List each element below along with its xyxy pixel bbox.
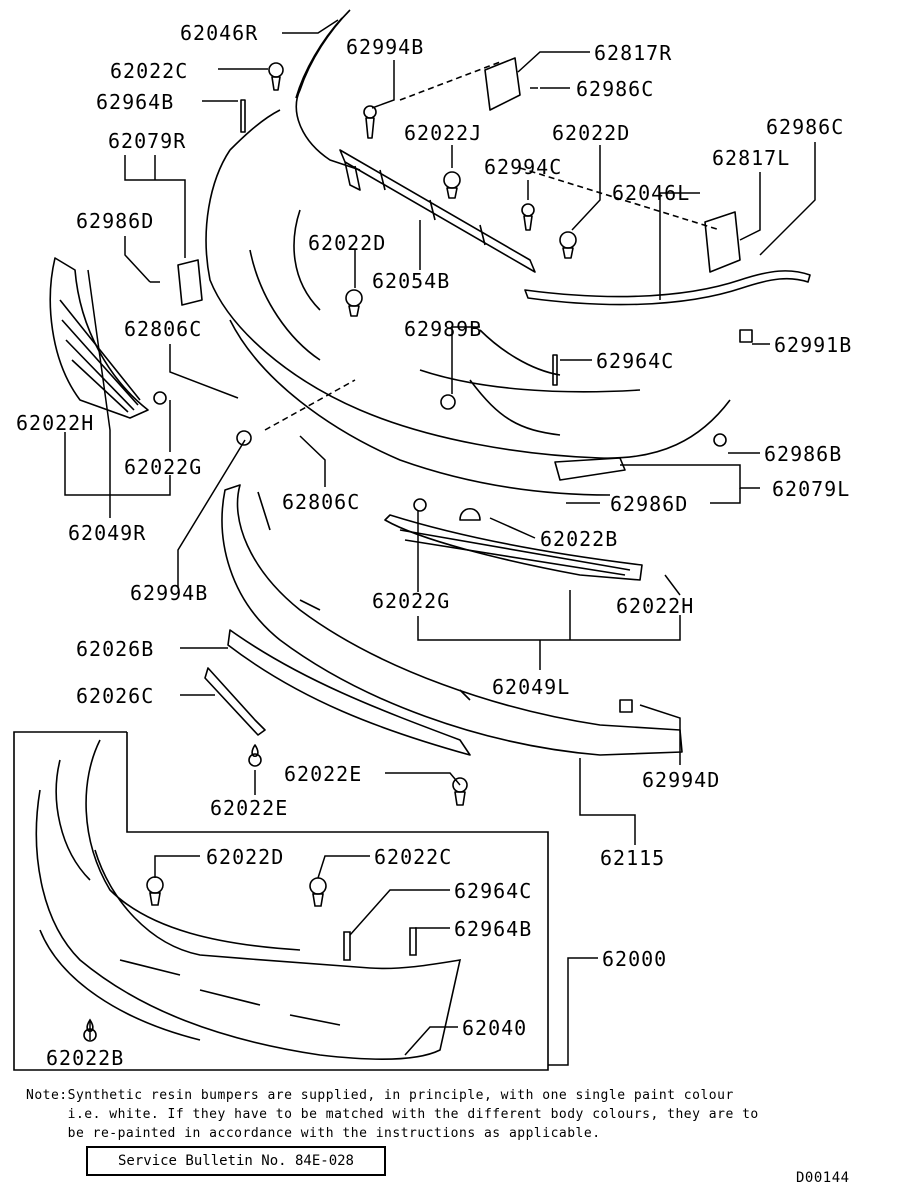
fasteners [150, 62, 753, 806]
label-62022B-a: 62022B [540, 527, 618, 551]
label-62994B-b: 62994B [130, 581, 208, 605]
bumper-face-62040 [35, 789, 462, 1060]
label-62994D: 62994D [642, 768, 720, 792]
label-62022G-a: 62022G [124, 455, 202, 479]
label-62986D-b: 62986D [610, 492, 688, 516]
label-62022D-b: 62022D [308, 231, 386, 255]
label-62022H-a: 62022H [16, 411, 94, 435]
label-62964C-b: 62964C [454, 879, 532, 903]
label-62986D-a: 62986D [76, 209, 154, 233]
part-illustrations [49, 9, 811, 806]
retainer-bar-62054B [339, 149, 536, 273]
label-62000: 62000 [602, 947, 667, 971]
inset-62000 [13, 731, 549, 1071]
body-panel-lower [229, 319, 611, 496]
label-62022J: 62022J [404, 121, 482, 145]
service-bulletin-box: Service Bulletin No. 84E-028 [86, 1146, 386, 1176]
label-62989B: 62989B [404, 317, 482, 341]
label-62022E-b: 62022E [210, 796, 288, 820]
label-62817R: 62817R [594, 41, 672, 65]
label-62994B-top: 62994B [346, 35, 424, 59]
label-62022D-a: 62022D [552, 121, 630, 145]
bracket-62079R [177, 259, 203, 306]
note-line-3: be re-painted in accordance with the ins… [26, 1126, 601, 1141]
label-62806C-b: 62806C [282, 490, 360, 514]
part-labels: 62046R 62022C 62994B 62817R 62986C 62964… [16, 21, 852, 1070]
note-line-2: i.e. white. If they have to be matched w… [26, 1107, 759, 1122]
label-62049R: 62049R [68, 521, 146, 545]
label-62964B-b: 62964B [454, 917, 532, 941]
label-62964C-a: 62964C [596, 349, 674, 373]
label-62040: 62040 [462, 1016, 527, 1040]
label-62806C-a: 62806C [124, 317, 202, 341]
label-62079R: 62079R [108, 129, 186, 153]
grille-62049L [384, 514, 643, 581]
label-62079L: 62079L [772, 477, 850, 501]
paint-note: Note:Synthetic resin bumpers are supplie… [26, 1086, 886, 1143]
strip-62026B [227, 629, 471, 756]
label-62986C-b: 62986C [766, 115, 844, 139]
label-62046R: 62046R [180, 21, 258, 45]
label-62022D-c: 62022D [206, 845, 284, 869]
label-62986C-a: 62986C [576, 77, 654, 101]
label-62994C: 62994C [484, 155, 562, 179]
label-62022G-b: 62022G [372, 589, 450, 613]
label-62026B: 62026B [76, 637, 154, 661]
label-62964B-top: 62964B [96, 90, 174, 114]
grille-62049R [49, 257, 149, 419]
body-panel [205, 109, 731, 459]
bracket-62026C [204, 667, 266, 736]
label-62022B-b: 62022B [46, 1046, 124, 1070]
note-line-1: Note:Synthetic resin bumpers are supplie… [26, 1088, 734, 1103]
label-62026C: 62026C [76, 684, 154, 708]
label-62022C-c: 62022C [374, 845, 452, 869]
label-62817L: 62817L [712, 146, 790, 170]
label-62991B: 62991B [774, 333, 852, 357]
label-62022C-top: 62022C [110, 59, 188, 83]
bracket-62817L [704, 211, 741, 273]
label-62046L: 62046L [612, 181, 690, 205]
label-62022H-b: 62022H [616, 594, 694, 618]
bracket-62079L [554, 457, 626, 481]
label-62022E-a: 62022E [284, 762, 362, 786]
label-62115: 62115 [600, 846, 665, 870]
leader-lines [64, 19, 816, 1066]
diagram-code: D00144 [796, 1170, 850, 1186]
reinforcement-62046L [524, 270, 811, 306]
bracket-62817R [484, 57, 521, 111]
label-62054B: 62054B [372, 269, 450, 293]
label-62049L: 62049L [492, 675, 570, 699]
spoiler-62115 [221, 484, 683, 756]
label-62986B: 62986B [764, 442, 842, 466]
